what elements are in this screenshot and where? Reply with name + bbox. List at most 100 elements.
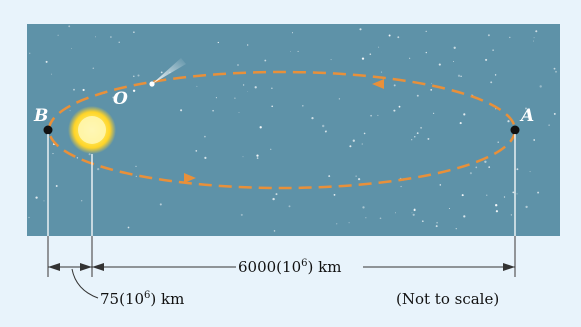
star <box>516 193 518 195</box>
sun-icon <box>68 106 116 154</box>
point-a-marker <box>510 125 520 135</box>
orbit-arrow-bottom <box>184 173 196 183</box>
star <box>160 71 163 74</box>
star <box>92 67 95 69</box>
star <box>507 120 510 123</box>
arrow-icon <box>372 79 384 89</box>
star <box>328 175 331 178</box>
star <box>292 32 293 34</box>
star <box>486 194 488 196</box>
star <box>112 96 115 99</box>
star <box>413 208 416 212</box>
star <box>133 75 135 78</box>
star <box>355 175 357 177</box>
dimension-small <box>48 263 99 299</box>
arrow-icon <box>48 263 60 271</box>
star <box>352 139 355 142</box>
star <box>290 50 292 52</box>
arrow-icon <box>184 173 196 183</box>
star <box>180 109 183 112</box>
star <box>453 46 456 49</box>
star <box>416 132 419 134</box>
star <box>503 196 506 198</box>
not-to-scale-note: (Not to scale) <box>396 290 499 308</box>
star <box>461 194 464 197</box>
star <box>539 85 542 88</box>
star <box>525 107 527 110</box>
star <box>81 200 83 202</box>
star <box>414 208 416 210</box>
star <box>535 30 538 33</box>
star <box>411 139 413 141</box>
star <box>427 137 430 140</box>
star <box>43 200 45 202</box>
star <box>330 59 332 61</box>
arrow-icon <box>503 263 515 271</box>
star-field <box>28 25 557 232</box>
star <box>264 59 267 62</box>
star <box>388 34 391 37</box>
star <box>297 50 299 52</box>
star <box>73 88 75 91</box>
star <box>400 185 402 188</box>
star <box>490 81 493 84</box>
star <box>28 52 31 55</box>
orbit-arrow-top <box>372 79 384 89</box>
star <box>137 74 140 77</box>
star <box>425 51 427 54</box>
star <box>455 228 457 230</box>
star <box>412 213 415 216</box>
star <box>357 177 361 181</box>
star <box>553 112 556 115</box>
star <box>238 112 240 114</box>
star <box>135 165 137 167</box>
star <box>421 220 424 223</box>
star <box>398 105 401 108</box>
star <box>485 58 488 61</box>
star <box>532 40 535 42</box>
star <box>256 154 259 157</box>
star <box>394 212 397 214</box>
star <box>516 168 519 171</box>
star <box>35 196 38 199</box>
star <box>457 74 461 77</box>
star <box>242 84 245 86</box>
star <box>237 64 239 66</box>
star <box>379 217 382 220</box>
star <box>71 48 72 49</box>
star <box>159 203 162 206</box>
star <box>484 160 487 163</box>
star <box>537 191 540 194</box>
star <box>110 36 112 38</box>
star <box>247 91 249 92</box>
star <box>533 139 536 141</box>
star <box>463 215 466 218</box>
star <box>497 141 499 143</box>
star <box>495 204 498 207</box>
star <box>322 124 325 128</box>
star <box>336 223 338 225</box>
star <box>271 87 273 89</box>
dimension-small-label: 75(106) km <box>100 290 184 308</box>
star <box>553 67 556 70</box>
star <box>495 210 499 213</box>
star <box>377 114 379 116</box>
star <box>370 114 372 117</box>
star <box>133 31 135 33</box>
star <box>212 109 214 112</box>
star <box>275 193 278 196</box>
star <box>204 156 207 159</box>
star <box>76 157 79 159</box>
arrow-icon <box>80 263 92 271</box>
leader-line <box>71 268 99 299</box>
star <box>430 89 433 91</box>
star <box>393 109 396 112</box>
point-a-label: A <box>519 106 534 126</box>
star <box>242 156 244 158</box>
star <box>259 126 262 129</box>
star <box>453 61 455 63</box>
star <box>118 41 120 43</box>
dimension-main <box>92 263 515 271</box>
